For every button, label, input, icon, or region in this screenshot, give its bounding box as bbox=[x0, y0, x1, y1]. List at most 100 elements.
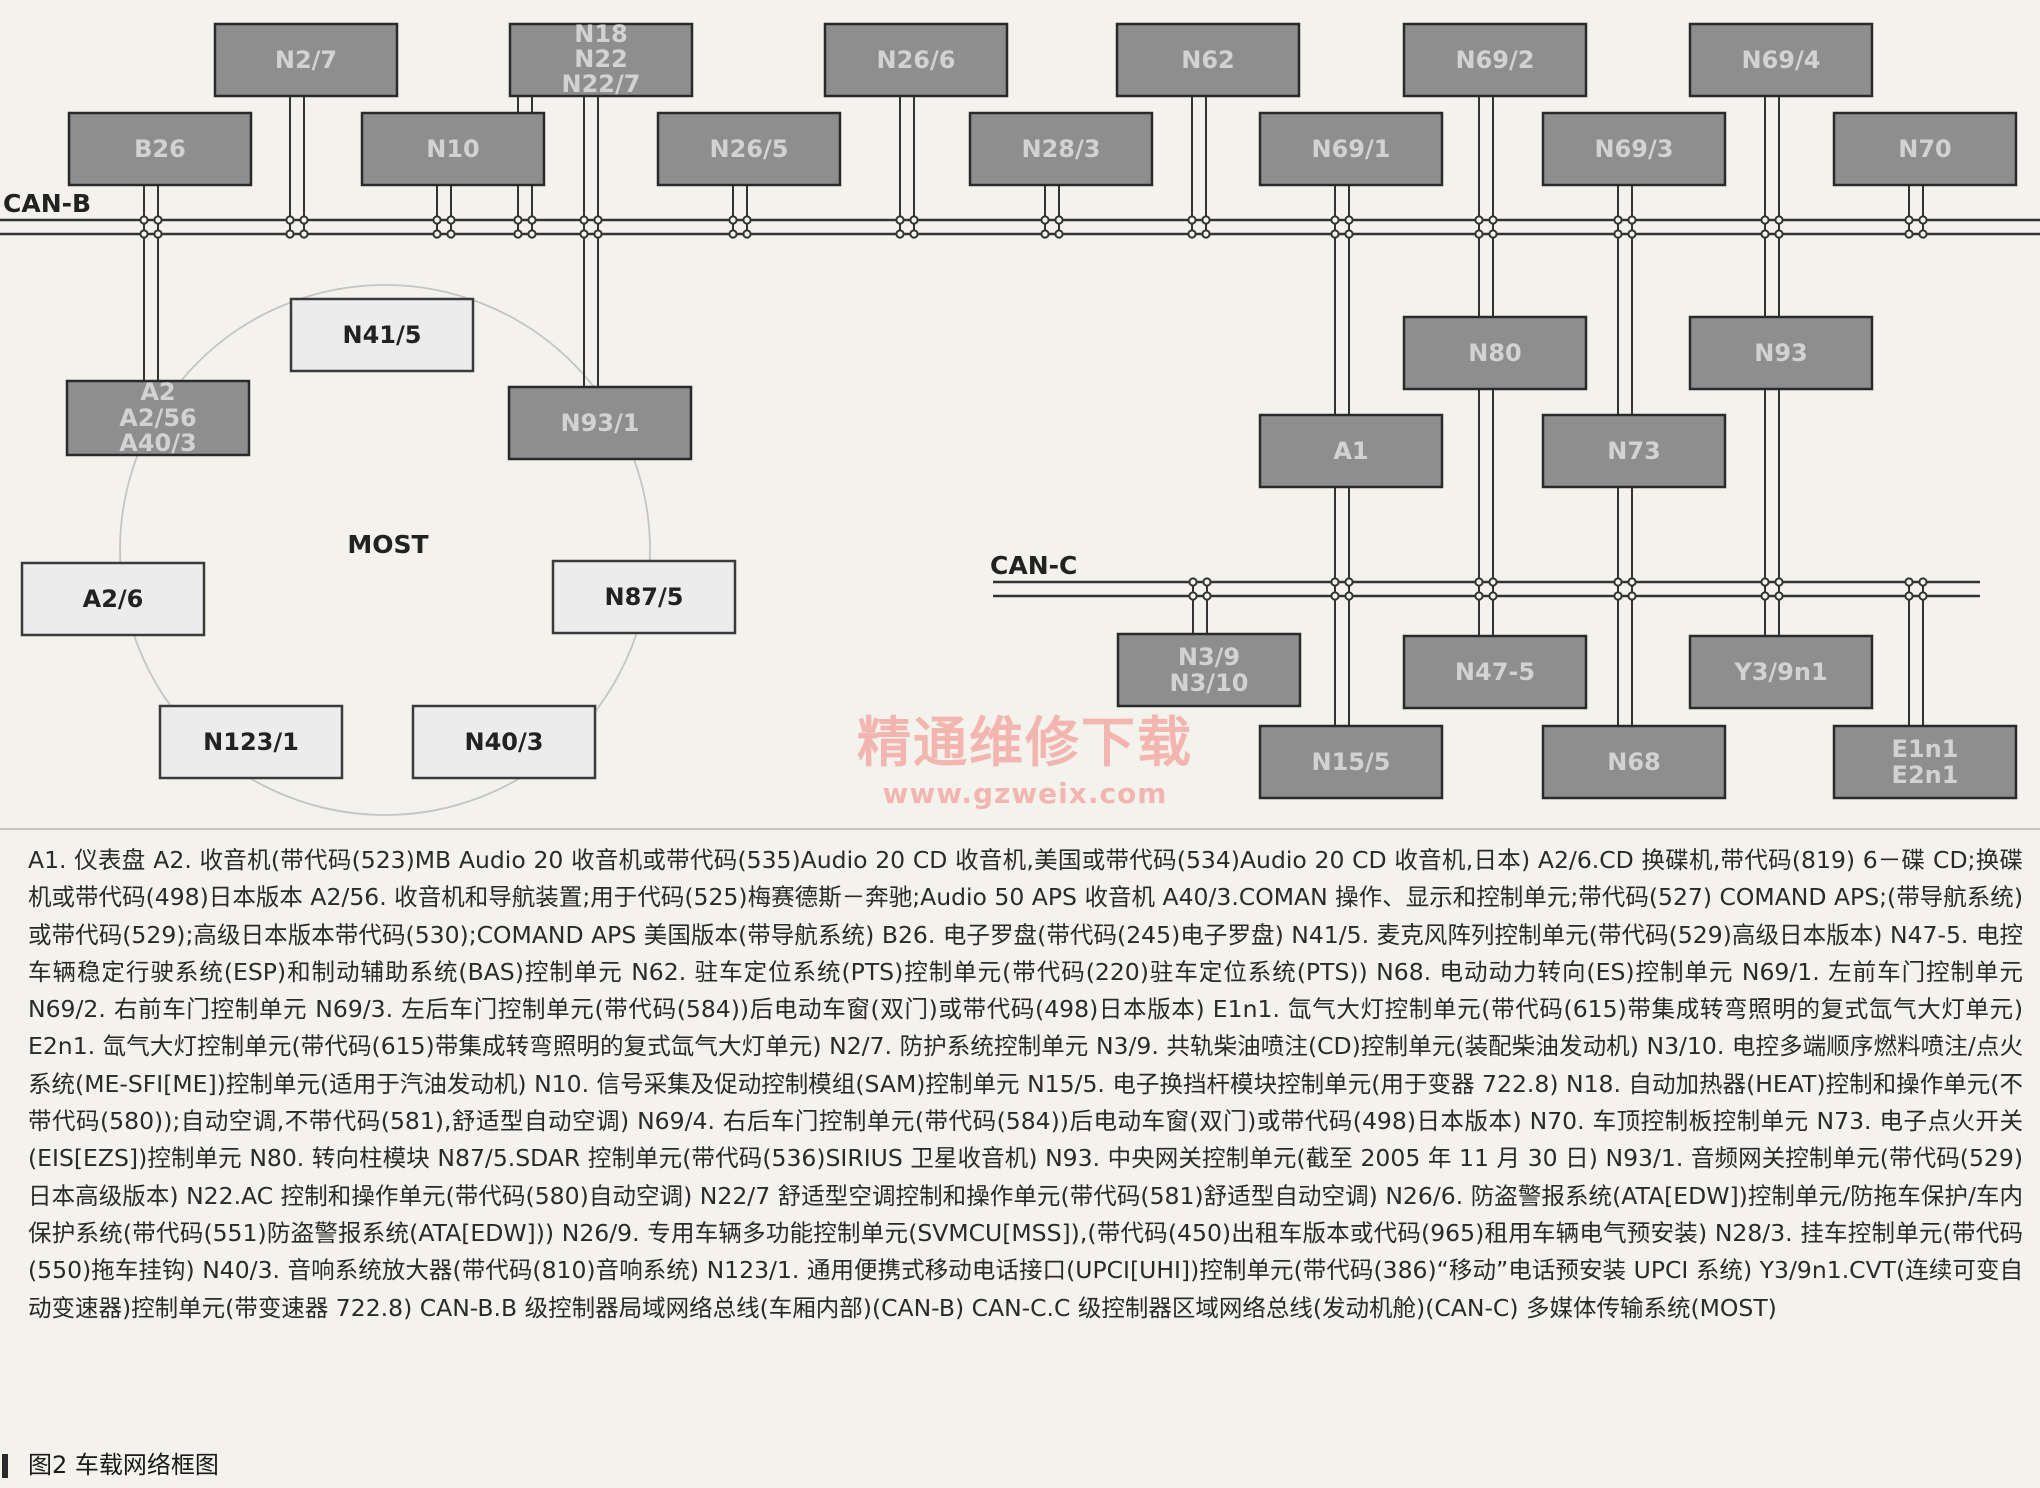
bus-joint bbox=[446, 215, 456, 225]
most-ring bbox=[119, 284, 651, 816]
node-y3-9n1: Y3/9n1 bbox=[1688, 634, 1874, 710]
bus-joint bbox=[527, 215, 537, 225]
can-b-bus bbox=[0, 218, 2040, 236]
node-n69-2: N69/2 bbox=[1402, 22, 1588, 98]
node-b26: B26 bbox=[67, 111, 253, 187]
bus-joints bbox=[139, 215, 1928, 601]
svg-text:N15/5: N15/5 bbox=[1312, 748, 1391, 776]
bus-joint bbox=[728, 215, 738, 225]
bus-joint bbox=[1760, 577, 1770, 587]
bus-joint bbox=[1188, 577, 1198, 587]
bus-joint bbox=[1054, 229, 1064, 239]
can-c-bus bbox=[993, 580, 1980, 598]
node-n69-4: N69/4 bbox=[1688, 22, 1874, 98]
bus-joint bbox=[153, 215, 163, 225]
bus-joint bbox=[299, 215, 309, 225]
bus-joint bbox=[1613, 577, 1623, 587]
bus-joint bbox=[1488, 577, 1498, 587]
svg-text:N2/7: N2/7 bbox=[275, 46, 337, 74]
node-n62: N62 bbox=[1115, 22, 1301, 98]
node-n68: N68 bbox=[1541, 724, 1727, 800]
bus-joint bbox=[579, 229, 589, 239]
svg-text:N40/3: N40/3 bbox=[465, 728, 544, 756]
node-n28-3: N28/3 bbox=[968, 111, 1154, 187]
node-a2-a2-56-a40-3: A2 A2/56 A40/3 bbox=[65, 378, 251, 457]
most-label: MOST bbox=[347, 530, 428, 559]
bus-joint bbox=[1918, 577, 1928, 587]
svg-text:N3/9: N3/9 bbox=[1178, 643, 1240, 671]
bus-joint bbox=[1330, 229, 1340, 239]
node-n73: N73 bbox=[1541, 413, 1727, 489]
svg-text:N22/7: N22/7 bbox=[562, 70, 641, 98]
bus-joint bbox=[1474, 215, 1484, 225]
node-n10: N10 bbox=[360, 111, 546, 187]
bus-joint bbox=[139, 229, 149, 239]
bus-joint bbox=[513, 215, 523, 225]
svg-text:N26/6: N26/6 bbox=[877, 46, 956, 74]
bus-joint bbox=[1344, 577, 1354, 587]
svg-text:N70: N70 bbox=[1898, 135, 1951, 163]
bus-joint bbox=[1904, 215, 1914, 225]
node-n26-5: N26/5 bbox=[656, 111, 842, 187]
svg-text:N69/4: N69/4 bbox=[1742, 46, 1821, 74]
svg-text:A2: A2 bbox=[140, 378, 175, 406]
bus-joint bbox=[1344, 229, 1354, 239]
node-n26-6: N26/6 bbox=[823, 22, 1009, 98]
bus-joint bbox=[1330, 577, 1340, 587]
vehicle-network-diagram: MOST CAN-B CAN-C N2/7 N18 N22 N22/7 N26/… bbox=[0, 20, 2040, 816]
node-a1: A1 bbox=[1258, 413, 1444, 489]
bus-joint bbox=[1474, 229, 1484, 239]
bus-joint bbox=[1774, 215, 1784, 225]
can-b-label: CAN-B bbox=[3, 189, 91, 218]
node-n2-7: N2/7 bbox=[213, 22, 399, 98]
bus-joint bbox=[1760, 215, 1770, 225]
svg-text:N69/1: N69/1 bbox=[1312, 135, 1391, 163]
node-n69-3: N69/3 bbox=[1541, 111, 1727, 187]
bus-joint bbox=[1201, 229, 1211, 239]
node-n3-9-n3-10: N3/9 N3/10 bbox=[1116, 632, 1302, 708]
svg-text:N69/2: N69/2 bbox=[1456, 46, 1535, 74]
bus-joint bbox=[1627, 591, 1637, 601]
bus-joint bbox=[1040, 215, 1050, 225]
figure-caption: 图2 车载网络框图 bbox=[0, 1450, 219, 1480]
bus-joint bbox=[513, 229, 523, 239]
svg-text:N10: N10 bbox=[426, 135, 479, 163]
bus-joint bbox=[895, 229, 905, 239]
svg-text:N123/1: N123/1 bbox=[203, 728, 299, 756]
svg-text:N22: N22 bbox=[574, 45, 627, 73]
svg-text:N68: N68 bbox=[1607, 748, 1660, 776]
bus-joint bbox=[1201, 215, 1211, 225]
svg-text:N3/10: N3/10 bbox=[1170, 669, 1249, 697]
bus-joint bbox=[1904, 577, 1914, 587]
bus-joint bbox=[593, 215, 603, 225]
svg-text:B26: B26 bbox=[134, 135, 186, 163]
bus-joint bbox=[1627, 577, 1637, 587]
bus-joint bbox=[1760, 229, 1770, 239]
node-n80: N80 bbox=[1402, 315, 1588, 391]
node-e1n1-e2n1: E1n1 E2n1 bbox=[1832, 724, 2018, 800]
bus-joint bbox=[1760, 591, 1770, 601]
can-c-label: CAN-C bbox=[990, 551, 1077, 580]
bus-joint bbox=[1613, 591, 1623, 601]
svg-text:E2n1: E2n1 bbox=[1892, 761, 1959, 789]
node-n47-5: N47-5 bbox=[1402, 634, 1588, 710]
bus-joint bbox=[1774, 591, 1784, 601]
bus-joint bbox=[285, 215, 295, 225]
bus-joint bbox=[895, 215, 905, 225]
bus-joint bbox=[1054, 215, 1064, 225]
bus-joint bbox=[153, 229, 163, 239]
svg-text:N62: N62 bbox=[1181, 46, 1234, 74]
svg-text:N93/1: N93/1 bbox=[561, 409, 640, 437]
caption-text: 图2 车载网络框图 bbox=[28, 1451, 219, 1479]
node-n69-1: N69/1 bbox=[1258, 111, 1444, 187]
node-n87-5: N87/5 bbox=[551, 559, 737, 635]
node-n18-n22-n22-7: N18 N22 N22/7 bbox=[508, 20, 694, 98]
svg-text:N47-5: N47-5 bbox=[1455, 658, 1535, 686]
svg-text:N26/5: N26/5 bbox=[710, 135, 789, 163]
bus-joint bbox=[299, 229, 309, 239]
svg-text:N28/3: N28/3 bbox=[1022, 135, 1101, 163]
svg-text:A2/6: A2/6 bbox=[83, 585, 144, 613]
bus-joint bbox=[1627, 215, 1637, 225]
bus-connections bbox=[143, 96, 1924, 726]
bus-joint bbox=[1202, 591, 1212, 601]
